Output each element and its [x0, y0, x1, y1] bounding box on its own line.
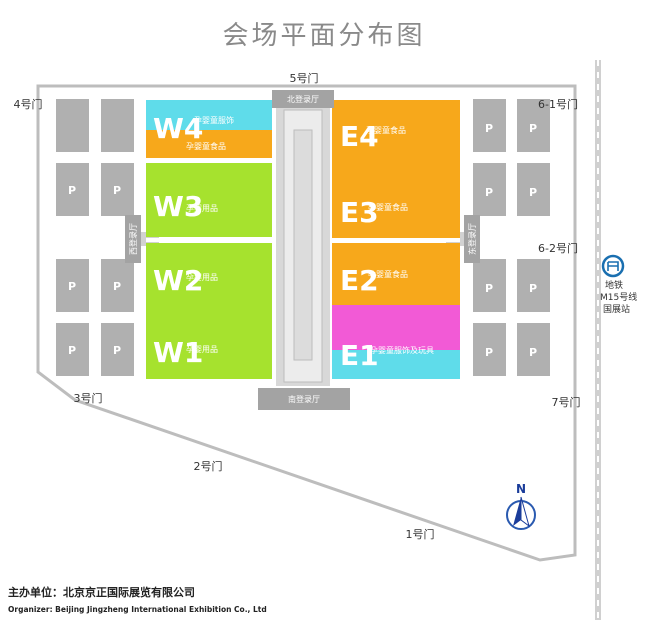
east-lobby-label: 东登录厅 — [467, 223, 477, 255]
site-boundary — [36, 84, 577, 562]
parking-lot — [56, 323, 89, 376]
south-lobby-label: 南登录厅 — [288, 394, 320, 404]
hall-w2-code: W2 — [153, 264, 203, 297]
parking-lot — [473, 259, 506, 312]
hall-e2-name: 孕婴童食品 — [368, 269, 408, 279]
parking-lot — [101, 99, 134, 152]
hall-e3-name: 孕婴童食品 — [368, 202, 408, 212]
hall-w1-code: W1 — [153, 336, 203, 369]
gate-7-label: 7号门 — [552, 395, 581, 409]
hall-w2-name: 孕婴用品 — [186, 273, 218, 282]
hall-w3 — [146, 163, 272, 237]
parking-lot — [56, 163, 89, 216]
map-title: 会场平面分布图 — [222, 21, 425, 51]
hall-e2 — [332, 243, 460, 305]
gate-1-label: 1号门 — [406, 527, 435, 541]
hall-w1 — [146, 317, 272, 379]
parking-icon: P — [68, 280, 76, 293]
organizer-en: Organizer: Beijing Jingzheng Internation… — [8, 605, 267, 614]
north-label: N — [516, 482, 526, 496]
hall-e1-code: E1 — [340, 339, 379, 372]
hall-w4-code: W4 — [153, 112, 203, 145]
parking-icon: P — [68, 344, 76, 357]
north-arrow-icon — [513, 497, 521, 526]
hall-e1-name: 孕婴童服饰及玩具 — [370, 345, 434, 355]
hall-e3 — [332, 174, 460, 238]
metro-line-2: M15号线 — [600, 291, 637, 303]
east-lobby — [464, 215, 480, 263]
hall-w3-code: W3 — [153, 190, 203, 223]
parking-lot — [473, 323, 506, 376]
hall-w4-food — [146, 130, 272, 158]
north-arrow-icon-half — [520, 496, 530, 528]
parking-icon: P — [529, 346, 537, 359]
parking-lot — [101, 259, 134, 312]
parking-icon: P — [113, 184, 121, 197]
west-lobby-label: 西登录厅 — [128, 223, 138, 255]
hall-e3-code: E3 — [340, 196, 379, 229]
parking-lot — [517, 259, 550, 312]
east-parking: P P P P P P P P — [473, 99, 550, 376]
parking-lot — [517, 323, 550, 376]
parking-icon: P — [529, 122, 537, 135]
parking-icon: P — [529, 282, 537, 295]
hall-w2 — [146, 243, 272, 317]
parking-lot — [473, 99, 506, 152]
south-lobby — [258, 388, 350, 410]
west-lobby — [125, 215, 141, 263]
parking-lot — [101, 323, 134, 376]
north-lobby-label: 北登录厅 — [287, 94, 319, 104]
metro-station: 地铁 M15号线 国展站 — [600, 254, 637, 315]
parking-lot — [517, 99, 550, 152]
organizer-cn: 主办单位：北京京正国际展览有限公司 — [8, 585, 195, 599]
metro-icon-glyph — [607, 261, 619, 271]
concourse-core — [293, 129, 313, 361]
hall-e4-code: E4 — [340, 120, 379, 153]
gate-6-1-label: 6-1号门 — [538, 97, 578, 111]
hall-e4 — [332, 100, 460, 174]
hall-w3-name: 孕婴用品 — [186, 204, 218, 213]
hall-e1-cyan — [332, 350, 460, 379]
parking-lot — [473, 163, 506, 216]
hall-e2-code: E2 — [340, 264, 379, 297]
parking-icon: P — [68, 184, 76, 197]
parking-icon: P — [485, 346, 493, 359]
hall-e1-magenta — [332, 305, 460, 350]
parking-lot — [517, 163, 550, 216]
gate-5-label: 5号门 — [290, 71, 319, 85]
parking-icon: P — [485, 122, 493, 135]
parking-icon: P — [529, 186, 537, 199]
parking-icon: P — [113, 280, 121, 293]
gate-3-label: 3号门 — [74, 391, 103, 405]
parking-lot — [56, 259, 89, 312]
hall-e4-name: 孕婴童食品 — [366, 125, 406, 135]
metro-line-1: 地铁 — [605, 279, 623, 291]
gate-2-label: 2号门 — [194, 459, 223, 473]
metro-line-3: 国展站 — [603, 303, 630, 315]
hall-w4-name-bottom: 孕婴童食品 — [186, 141, 226, 151]
hall-w4-name-top: 孕婴童服饰 — [194, 115, 234, 125]
gate-6-2-label: 6-2号门 — [538, 241, 578, 255]
hall-w4-clothing — [146, 100, 272, 130]
parking-lot — [101, 163, 134, 216]
north-compass: N — [506, 482, 536, 530]
north-lobby — [272, 90, 334, 108]
parking-icon: P — [485, 282, 493, 295]
west-parking: P P P P P P — [56, 99, 134, 376]
parking-icon: P — [485, 186, 493, 199]
hall-w1-name: 孕婴用品 — [186, 345, 218, 354]
parking-lot — [56, 99, 89, 152]
gate-4-label: 4号门 — [14, 97, 43, 111]
parking-icon: P — [113, 344, 121, 357]
